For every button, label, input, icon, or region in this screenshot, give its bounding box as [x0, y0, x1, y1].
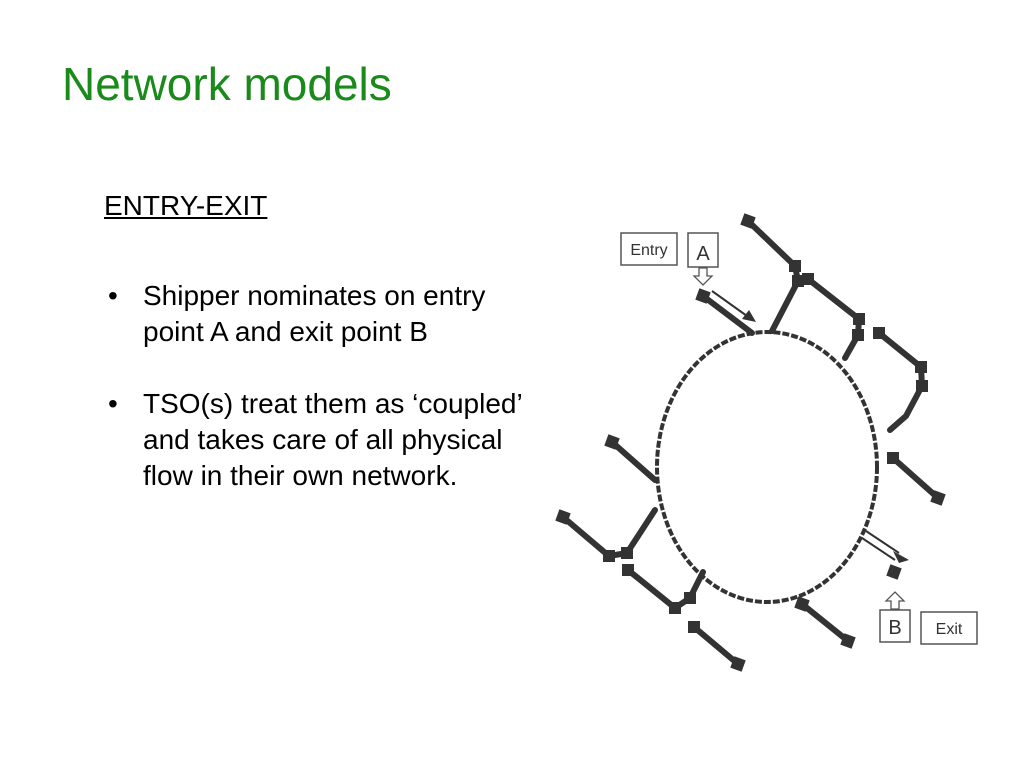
point-b-label: B — [888, 617, 901, 639]
entry-label: Entry — [630, 242, 667, 259]
bullet-icon: • — [108, 280, 118, 311]
exit-up-arrow-icon — [884, 591, 906, 610]
pipeline-branches — [560, 218, 941, 667]
point-a-box — [687, 232, 719, 268]
section-subheading: ENTRY-EXIT — [104, 190, 268, 221]
network-ring — [655, 330, 879, 604]
point-b-box — [879, 609, 911, 643]
entry-down-arrow-icon — [692, 267, 714, 286]
bullet-text: Shipper nominates on entry point A and e… — [143, 280, 486, 347]
entry-label-box — [620, 232, 678, 266]
bullet-item: • TSO(s) treat them as ‘coupled’ and tak… — [104, 386, 524, 494]
exit-label-box — [920, 611, 978, 645]
entry-exit-network-diagram: Entry A B Exit — [555, 213, 978, 672]
bullet-list: • Shipper nominates on entry point A and… — [104, 278, 524, 530]
pipeline-nodes — [555, 213, 946, 672]
entry-flow-arrow-icon — [711, 290, 756, 322]
bullet-item: • Shipper nominates on entry point A and… — [104, 278, 524, 350]
exit-label: Exit — [936, 621, 963, 638]
point-a-label: A — [696, 243, 710, 265]
slide-title: Network models — [62, 58, 392, 110]
bullet-text: TSO(s) treat them as ‘coupled’ and takes… — [143, 388, 522, 491]
exit-flow-arrow-icon — [861, 530, 909, 563]
bullet-icon: • — [108, 388, 118, 419]
